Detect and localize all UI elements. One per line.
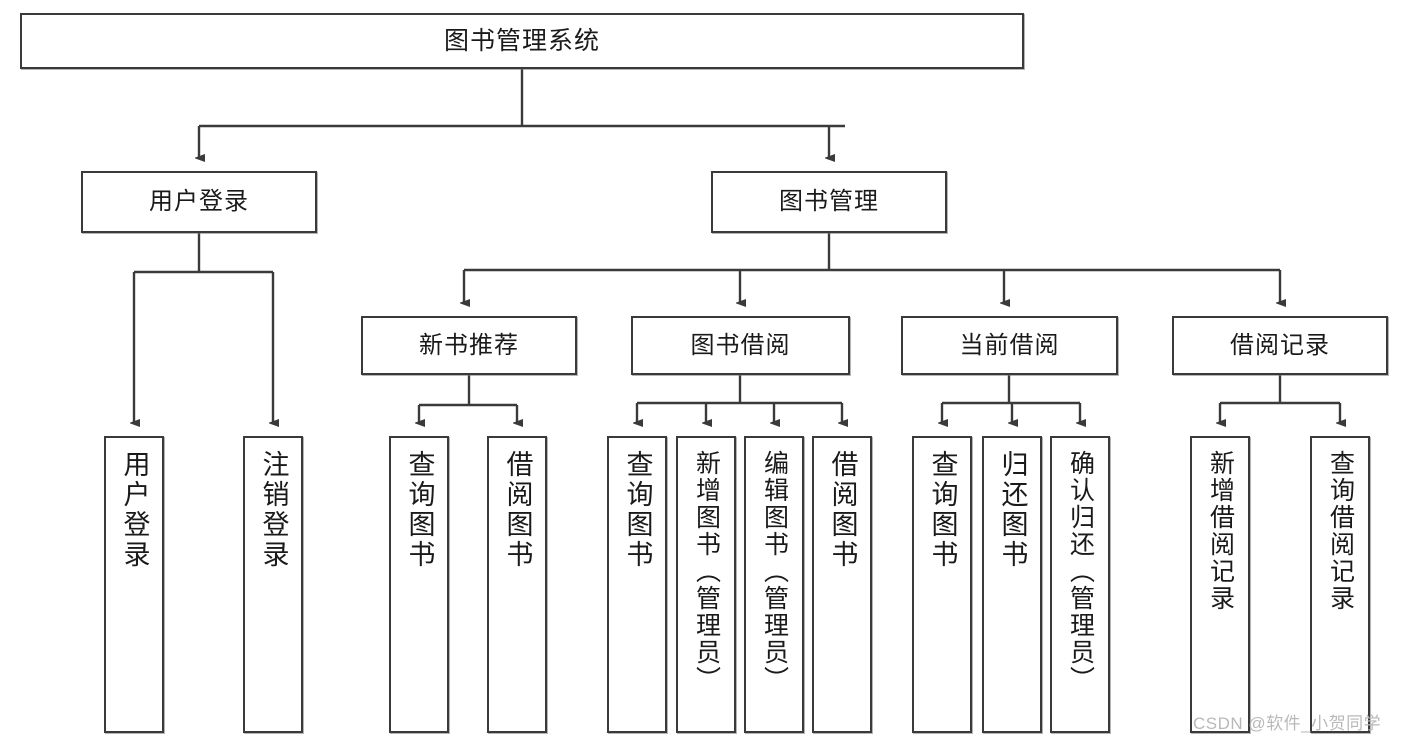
node-leaf-query-book-2[interactable]: 查询图书 [607,436,667,733]
node-user-login[interactable]: 用户登录 [81,171,317,233]
node-label: 查询借阅记录 [1326,450,1355,612]
node-label: 编辑图书（管理员） [760,450,789,693]
node-label: 当前借阅 [959,331,1060,359]
node-leaf-query-borrowing-record[interactable]: 查询借阅记录 [1310,436,1370,733]
node-book-borrowing[interactable]: 图书借阅 [631,316,850,375]
node-label: 新书推荐 [419,331,519,359]
node-leaf-add-book-admin[interactable]: 新增图书（管理员） [676,436,736,733]
node-leaf-query-book-1[interactable]: 查询图书 [389,436,449,733]
node-label: 新增图书（管理员） [692,450,721,693]
node-label: 确认归还（管理员） [1066,450,1095,693]
node-borrowing-record[interactable]: 借阅记录 [1172,316,1388,375]
node-label: 图书管理系统 [443,26,600,55]
node-leaf-return-book[interactable]: 归还图书 [982,436,1042,733]
node-label: 归还图书 [997,450,1028,570]
node-leaf-borrow-book-2[interactable]: 借阅图书 [812,436,872,733]
node-leaf-query-book-3[interactable]: 查询图书 [912,436,972,733]
node-label: 借阅图书 [827,450,858,570]
node-leaf-logout[interactable]: 注销登录 [243,436,303,733]
node-label: 图书借阅 [690,331,791,359]
node-leaf-confirm-return-admin[interactable]: 确认归还（管理员） [1050,436,1110,733]
node-label: 借阅图书 [502,450,533,570]
node-label: 图书管理 [779,188,879,216]
node-label: 借阅记录 [1230,331,1330,359]
watermark: CSDN @软件_小贺同学 [1193,714,1382,733]
node-label: 查询图书 [404,450,435,570]
node-root-book-management-system[interactable]: 图书管理系统 [20,13,1024,69]
node-label: 查询图书 [622,450,653,570]
node-label: 用户登录 [149,188,249,216]
node-leaf-borrow-book-1[interactable]: 借阅图书 [487,436,547,733]
node-leaf-user-login[interactable]: 用户登录 [104,436,164,733]
node-book-management[interactable]: 图书管理 [711,171,947,233]
node-leaf-add-borrowing-record[interactable]: 新增借阅记录 [1190,436,1250,733]
node-leaf-edit-book-admin[interactable]: 编辑图书（管理员） [744,436,804,733]
node-label: 用户登录 [119,450,150,570]
node-current-borrowing[interactable]: 当前借阅 [901,316,1118,375]
node-new-book-recommendation[interactable]: 新书推荐 [361,316,577,375]
node-label: 注销登录 [258,450,289,570]
node-label: 查询图书 [927,450,958,570]
node-label: 新增借阅记录 [1206,450,1235,612]
